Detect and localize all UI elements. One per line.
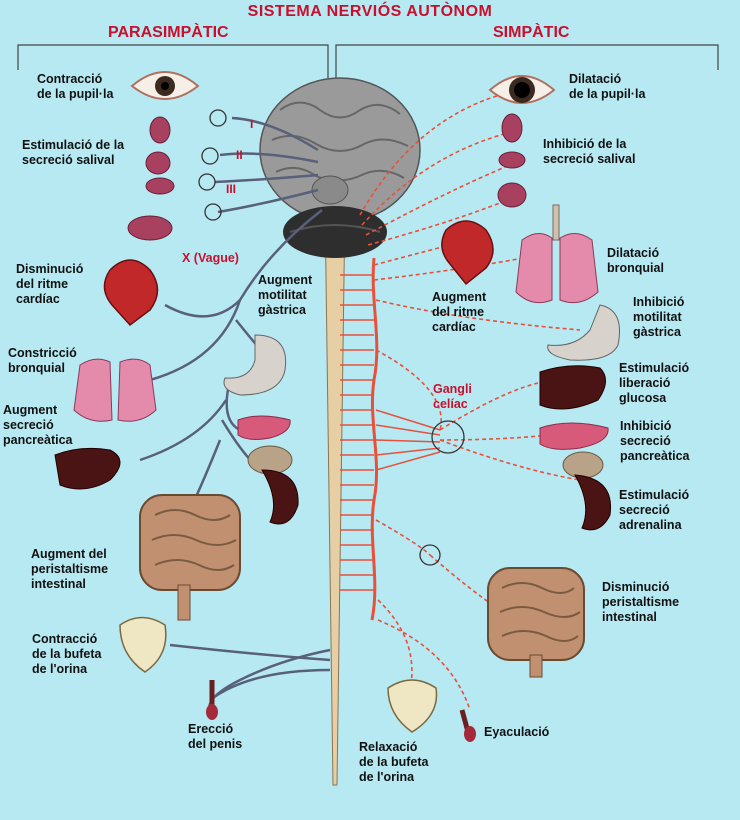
sympathetic-chain — [370, 257, 379, 621]
right-pancreas-icon — [539, 422, 609, 450]
brain — [259, 77, 421, 258]
parasympathetic-nerves — [139, 116, 331, 716]
right-penis-icon — [459, 709, 476, 742]
diagram-title: SISTEMA NERVIÓS AUTÒNOM — [247, 3, 493, 20]
cranial-nerve-label: II — [236, 148, 243, 162]
right-eye-icon — [488, 75, 556, 104]
right-kidney-icon — [562, 451, 612, 531]
cranial-nerve-label: III — [226, 182, 237, 196]
left-lungs-icon — [73, 358, 157, 422]
left-intestine-icon — [139, 494, 241, 621]
left-penis-icon — [206, 680, 218, 720]
vagus-nerve-label: X (Vague) — [182, 251, 239, 265]
spinal-cord — [324, 204, 346, 786]
right-lungs-icon — [515, 204, 599, 304]
side-brackets — [17, 44, 719, 78]
left-salivary-glands-icon — [127, 116, 175, 241]
right-bladder-icon — [387, 679, 438, 733]
left-liver-icon — [54, 447, 121, 490]
side-heading-sympathetic: SIMPÀTIC — [493, 24, 570, 41]
left-stomach-icon — [223, 334, 287, 396]
left-eye-icon — [130, 71, 200, 100]
left-pancreas-icon — [237, 415, 291, 440]
right-heart-icon — [441, 220, 494, 286]
left-kidney-icon — [247, 445, 299, 525]
right-intestine-icon — [487, 567, 585, 678]
cranial-nerve-label: I — [250, 117, 254, 131]
sympathetic-outflow — [340, 274, 441, 591]
right-salivary-glands-icon — [497, 113, 527, 208]
right-stomach-icon — [547, 304, 620, 361]
side-heading-parasympathetic: PARASIMPÀTIC — [108, 24, 229, 41]
ganglia — [198, 109, 465, 566]
left-heart-icon — [103, 259, 159, 327]
left-bladder-icon — [119, 616, 167, 673]
symp-ejaculation-label: Eyaculació — [484, 725, 550, 739]
right-liver-icon — [539, 365, 606, 410]
